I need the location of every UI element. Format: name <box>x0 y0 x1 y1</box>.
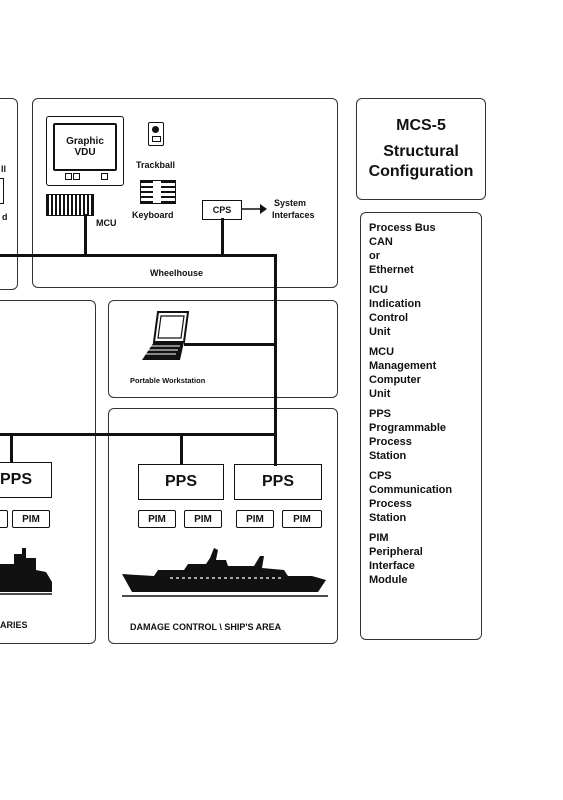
legend-desc: Station <box>369 512 407 524</box>
legend-desc: Management <box>369 360 437 372</box>
process-bus-wheelhouse <box>0 254 276 257</box>
legend-desc: Unit <box>369 388 391 400</box>
arrow-right-icon <box>242 204 267 214</box>
legend-item: ICU Indication Control Unit <box>369 283 481 339</box>
title-line-3: Configuration <box>368 163 474 180</box>
legend-desc: Communication <box>369 484 453 496</box>
legend-desc: Station <box>369 450 407 462</box>
legend-desc: Indication <box>369 298 421 310</box>
legend-desc: Unit <box>369 326 391 338</box>
legend-desc: Peripheral <box>369 546 423 558</box>
system-interfaces-label-1: System <box>274 198 307 208</box>
legend-desc: or <box>369 250 380 262</box>
portable-workstation-label: Portable Workstation <box>130 376 206 385</box>
monitor-button <box>101 173 108 180</box>
legend-desc: CAN <box>369 236 393 248</box>
pps-station-left-fragment: PPS <box>0 462 52 498</box>
legend-desc: Process <box>369 498 412 510</box>
left-area-label: ARIES <box>0 620 28 630</box>
left-panel-top-label-1: ll <box>1 164 7 174</box>
pim-module-left-fragment-2: PIM <box>12 510 50 528</box>
pim-module-1: PIM <box>138 510 176 528</box>
legend-abbr: CPS <box>369 470 392 482</box>
bus-drop-left-pps <box>10 433 13 463</box>
graphic-vdu-label-1: Graphic <box>66 136 104 147</box>
pps-station-damage-right: PPS <box>234 464 322 500</box>
damage-control-area-label: DAMAGE CONTROL \ SHIP'S AREA <box>130 622 282 632</box>
title-line-2: Structural <box>383 143 459 160</box>
monitor-button <box>73 173 80 180</box>
legend-abbr: PPS <box>369 408 392 420</box>
trackball-icon <box>148 122 164 146</box>
legend-desc: Module <box>369 574 408 586</box>
bus-drop-mcu <box>84 214 87 256</box>
legend-abbr: Process Bus <box>369 222 436 234</box>
left-panel-top-device <box>0 178 4 204</box>
legend-abbr: MCU <box>369 346 395 358</box>
keyboard-label: Keyboard <box>132 210 174 220</box>
bus-drop-cps <box>221 218 224 256</box>
legend-item: PIM Peripheral Interface Module <box>369 531 481 587</box>
legend-box: Process Bus CAN or Ethernet ICU Indicati… <box>360 212 482 640</box>
legend-desc: Process <box>369 436 412 448</box>
legend-desc: Ethernet <box>369 264 414 276</box>
pim-module-4: PIM <box>282 510 322 528</box>
process-bus-lower <box>0 433 276 436</box>
portable-workstation-panel <box>108 300 338 398</box>
legend-item: CPS Communication Process Station <box>369 469 481 525</box>
legend-desc: Interface <box>369 560 415 572</box>
legend-desc: Control <box>369 312 409 324</box>
legend-abbr: PIM <box>369 532 389 544</box>
graphic-vdu-monitor: Graphic VDU <box>46 116 124 186</box>
pps-station-damage-left: PPS <box>138 464 224 500</box>
wheelhouse-label: Wheelhouse <box>150 268 204 278</box>
ship-silhouette <box>122 548 328 597</box>
pim-module-left-fragment-1 <box>0 510 8 528</box>
left-panel-top-label-2: d <box>2 212 8 222</box>
legend-item: Process Bus CAN or Ethernet <box>369 221 481 277</box>
left-panel-top <box>0 98 18 290</box>
graphic-vdu-screen: Graphic VDU <box>53 123 117 171</box>
ship-silhouette-left <box>0 548 52 595</box>
cps-box: CPS <box>202 200 242 220</box>
title-box: MCS-5 Structural Configuration <box>356 98 486 200</box>
legend-item: MCU Management Computer Unit <box>369 345 481 401</box>
mcu-label: MCU <box>96 218 117 228</box>
mcu-unit <box>46 194 94 216</box>
title-line-1: MCS-5 <box>396 117 446 134</box>
laptop-icon <box>142 311 190 360</box>
trackball-label: Trackball <box>136 160 176 170</box>
bus-drop-portable <box>184 343 276 346</box>
pim-module-3: PIM <box>236 510 274 528</box>
legend-desc: Computer <box>369 374 421 386</box>
system-interfaces-label-2: Interfaces <box>272 210 315 220</box>
process-bus-trunk <box>274 254 277 466</box>
graphic-vdu-label-2: VDU <box>74 147 96 158</box>
legend-desc: Programmable <box>369 422 447 434</box>
keyboard-icon <box>140 180 176 204</box>
legend-abbr: ICU <box>369 284 388 296</box>
legend-item: PPS Programmable Process Station <box>369 407 481 463</box>
monitor-button <box>65 173 72 180</box>
bus-drop-damage-pps-left <box>180 433 183 465</box>
pim-module-2: PIM <box>184 510 222 528</box>
